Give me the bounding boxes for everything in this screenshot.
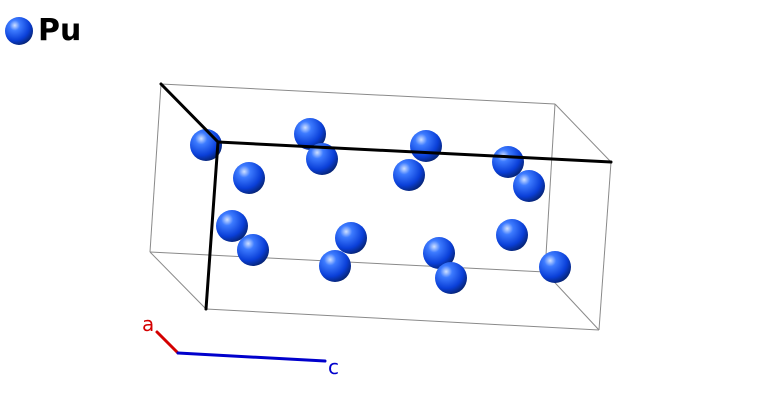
pu-atom: [335, 222, 367, 254]
pu-atom: [233, 162, 265, 194]
cell-edge: [205, 308, 600, 331]
unit-cell-front-edges: [159, 82, 613, 311]
unit-cell-back-edges: [149, 83, 612, 331]
cell-edge: [598, 161, 612, 331]
a-axis-label: a: [142, 312, 154, 336]
pu-atom-legend-icon: [5, 17, 33, 45]
axis-indicator: a c: [142, 312, 339, 379]
pu-atom: [539, 251, 571, 283]
pu-atom: [216, 210, 248, 242]
pu-atom: [237, 234, 269, 266]
pu-atom: [435, 262, 467, 294]
pu-atom: [306, 143, 338, 175]
a-axis-line: [155, 330, 180, 355]
pu-atom: [319, 250, 351, 282]
cell-edge: [149, 251, 207, 310]
cell-edge: [160, 83, 556, 105]
pu-atom: [410, 130, 442, 162]
pu-atom: [492, 146, 524, 178]
pu-atom: [513, 170, 545, 202]
pu-atom: [294, 118, 326, 150]
cell-edge: [544, 103, 556, 273]
c-axis-label: c: [328, 355, 339, 379]
cell-edge-bold: [159, 82, 220, 144]
cell-edge: [554, 103, 612, 163]
pu-atom: [423, 237, 455, 269]
pu-atom: [393, 159, 425, 191]
cell-edge-bold: [204, 140, 220, 311]
pu-atom: [496, 219, 528, 251]
legend: Pu: [4, 13, 81, 49]
cell-edge: [149, 83, 162, 253]
legend-element-label: Pu: [38, 13, 82, 48]
c-axis-line: [176, 351, 327, 363]
cell-edge-bold: [216, 140, 613, 164]
